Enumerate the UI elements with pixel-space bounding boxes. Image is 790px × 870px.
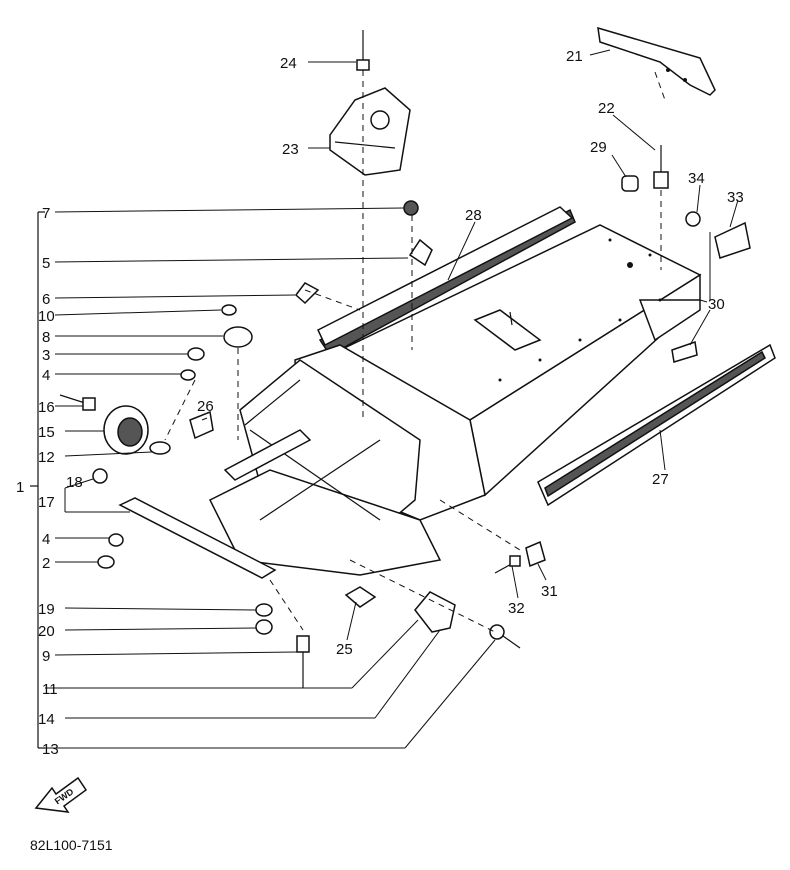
callout-34: 34 [688,170,705,187]
callout-22: 22 [598,100,615,117]
callout-29: 29 [590,139,607,156]
part-9-pin [296,635,310,688]
part-30-plate [671,340,698,363]
assembly-guide-lines [164,70,666,633]
callout-7: 7 [42,205,50,222]
callout-27: 27 [652,471,669,488]
part-28-left-rail [317,206,574,347]
callout-labels: 1 2 3 4 4 5 6 7 8 9 10 11 12 13 14 15 16… [16,48,744,758]
callout-4-upper: 4 [42,367,50,384]
callout-12: 12 [38,449,55,466]
diagram-part-number: 82L100-7151 [30,837,113,853]
part-23-mount-bracket [329,87,411,176]
callout-14: 14 [38,711,55,728]
part-24-pin [356,30,370,71]
callout-18: 18 [66,474,83,491]
callout-16: 16 [38,399,55,416]
callout-5: 5 [42,255,50,272]
part-22-pin [653,145,669,189]
callout-11: 11 [42,681,58,698]
callout-33: 33 [727,189,744,206]
rivet-holes [498,238,662,382]
forward-direction-arrow: FWD [34,776,88,813]
callout-6: 6 [42,291,50,308]
callout-28: 28 [465,207,482,224]
callout-2: 2 [42,555,50,572]
callout-20: 20 [38,623,55,640]
assembly-bracket [30,211,45,749]
main-frame [118,208,702,579]
callout-32: 32 [508,600,525,617]
part-21-bracket [597,26,716,96]
small-parts [59,175,751,649]
callout-23: 23 [282,141,299,158]
leader-lines [45,49,739,749]
callout-9: 9 [42,648,50,665]
callout-15: 15 [38,424,55,441]
callout-3: 3 [42,347,50,364]
callout-13: 13 [42,741,59,758]
callout-17: 17 [38,494,55,511]
part-27-right-rail [537,343,776,507]
callout-4-lower: 4 [42,531,50,548]
callout-30: 30 [708,296,725,313]
callout-26: 26 [197,398,214,415]
callout-31: 31 [541,583,558,600]
callout-8: 8 [42,329,50,346]
callout-19: 19 [38,601,55,618]
callout-10: 10 [38,308,55,325]
callout-1: 1 [16,479,24,496]
callout-24: 24 [280,55,297,72]
callout-25: 25 [336,641,353,658]
callout-21: 21 [566,48,583,65]
